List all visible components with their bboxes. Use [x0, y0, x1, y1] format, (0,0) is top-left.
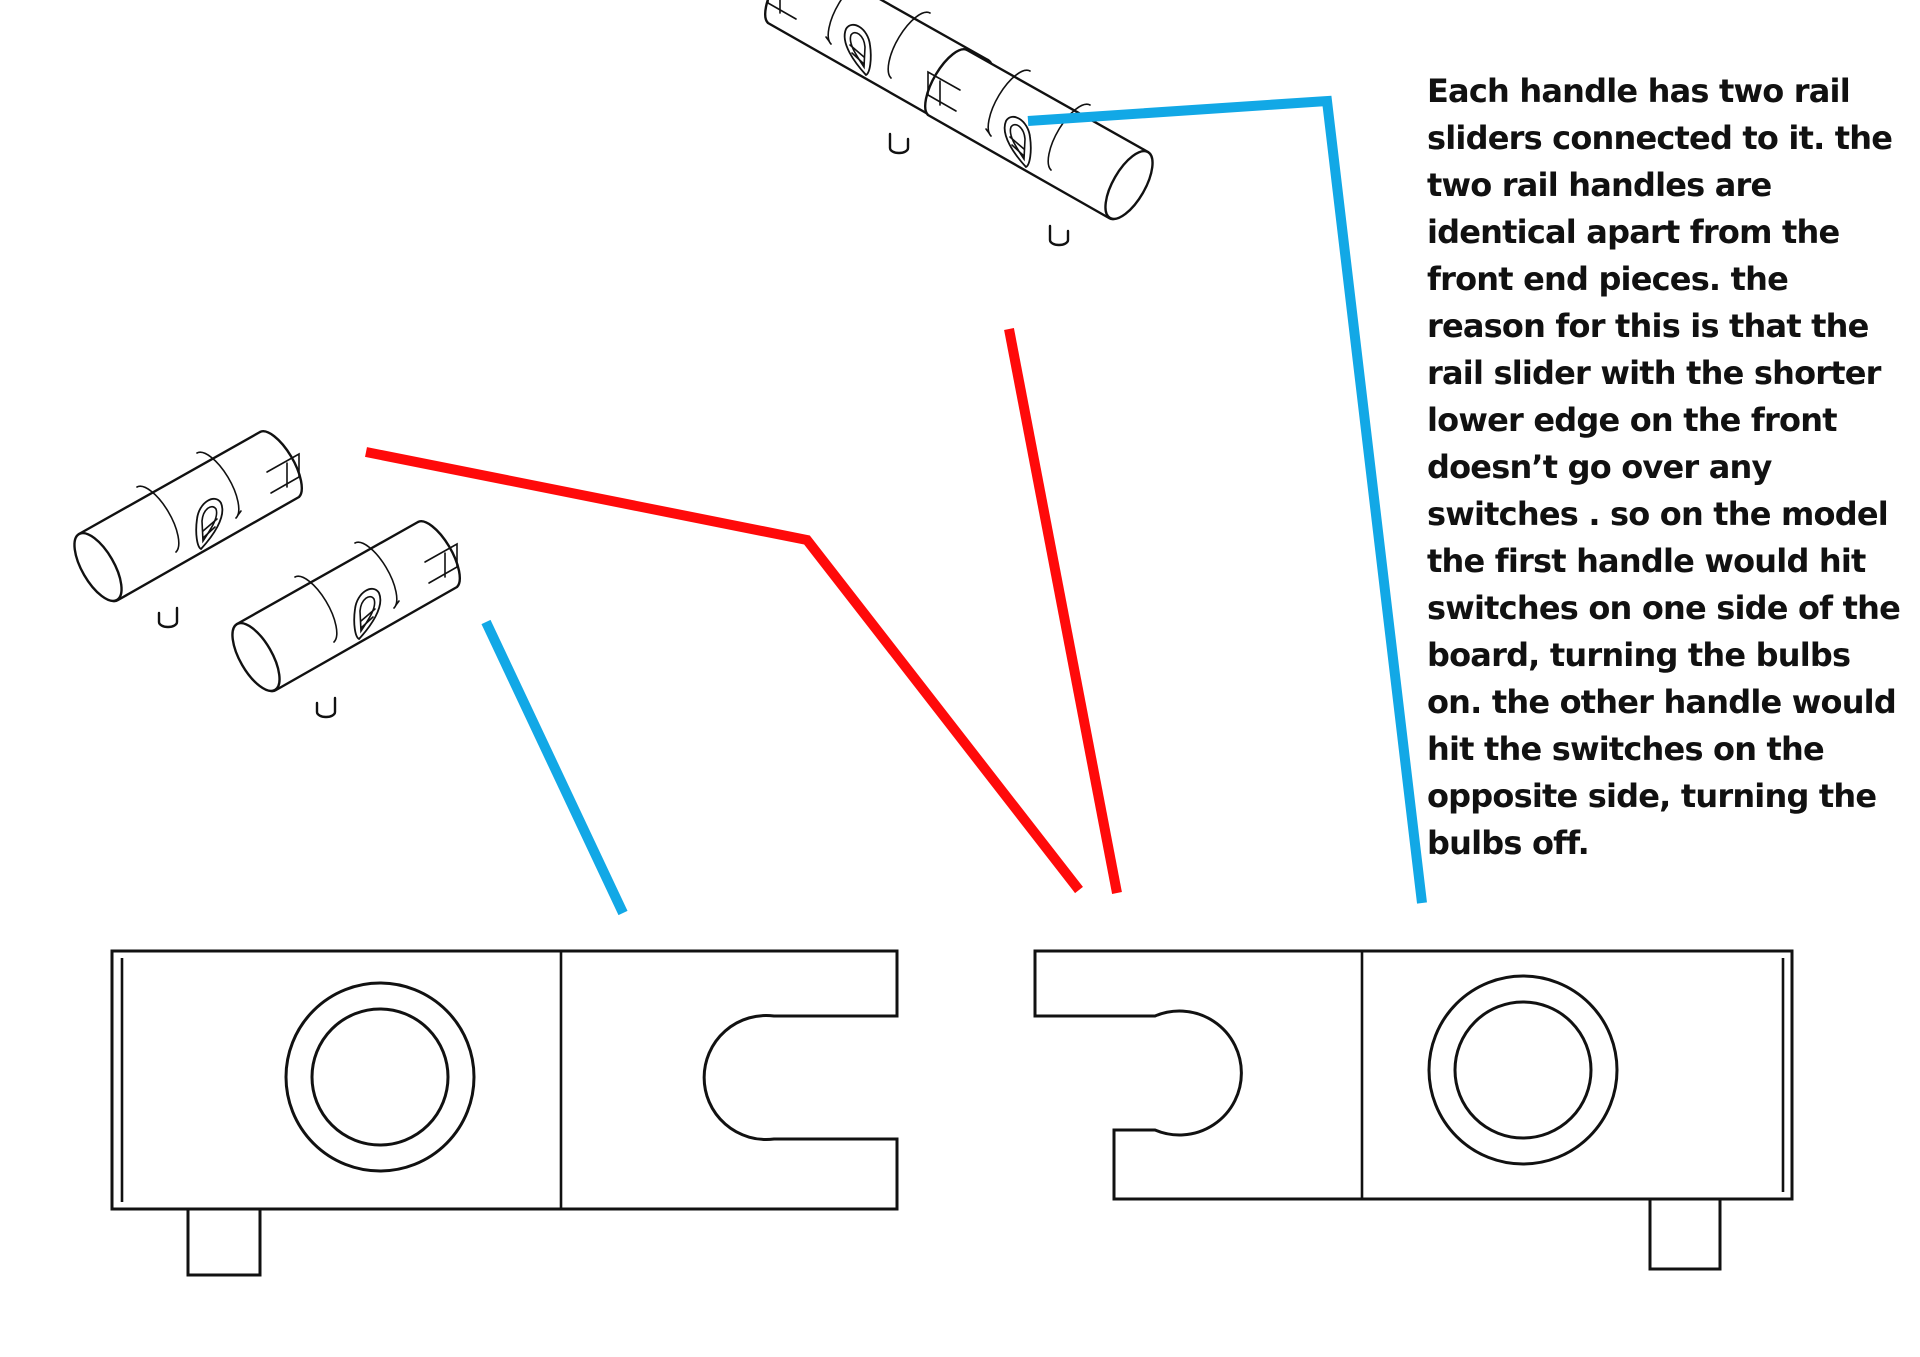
blue-leader-left [481, 619, 628, 916]
annotation-text: Each handle has two rail sliders connect… [1427, 72, 1901, 862]
rail-slider-left-front [221, 520, 461, 719]
rail-slider-left-rear [63, 430, 303, 629]
handle-left-inner-ring [310, 1007, 450, 1147]
rail-slider-upper-front [924, 48, 1164, 247]
rail-handle-left [110, 949, 899, 1277]
handle-left-peg [186, 1201, 262, 1277]
handle-left-body [110, 949, 899, 1211]
handle-right-peg [1648, 1197, 1722, 1271]
rail-handle-right [1033, 949, 1794, 1271]
red-leader-left [365, 447, 1083, 894]
handle-right-inner-ring [1453, 1000, 1593, 1140]
blue-leader-upper [1027, 95, 1427, 904]
red-leader-upper [1004, 328, 1122, 894]
handle-right-body [1033, 949, 1794, 1201]
